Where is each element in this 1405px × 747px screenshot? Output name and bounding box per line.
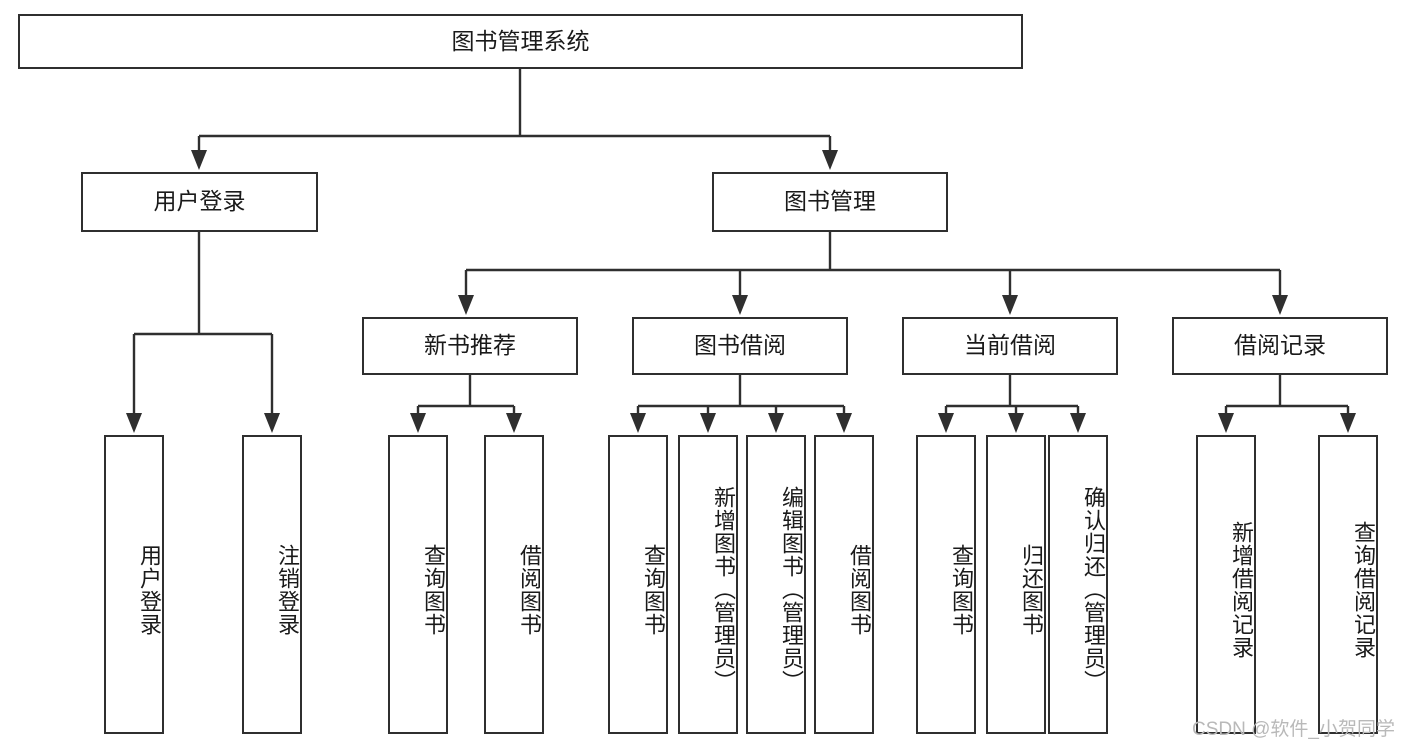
node-book-borrow: 图书借阅 bbox=[632, 317, 848, 375]
node-label: 借阅记录 bbox=[1234, 332, 1326, 359]
node-label: 查询图书 bbox=[641, 543, 666, 636]
leaf-leaf-logout: 注销登录 bbox=[242, 435, 302, 734]
node-label: 图书管理 bbox=[784, 188, 876, 215]
node-label: 查询借阅记录 bbox=[1351, 520, 1376, 659]
node-label: 用户登录 bbox=[137, 543, 162, 636]
arrowhead-bm-to-new-book-rec bbox=[458, 295, 474, 315]
node-borrow-record: 借阅记录 bbox=[1172, 317, 1388, 375]
node-book-manage: 图书管理 bbox=[712, 172, 948, 232]
arrowhead-ul-to-leaf1 bbox=[126, 413, 142, 433]
leaf-leaf-query-book-rec: 查询图书 bbox=[388, 435, 448, 734]
arrowhead-cb-to-leaf2 bbox=[1008, 413, 1024, 433]
arrowhead-root-to-book-manage bbox=[822, 150, 838, 170]
leaf-leaf-edit-book: 编辑图书（管理员） bbox=[746, 435, 806, 734]
arrowhead-br-to-leaf2 bbox=[1340, 413, 1356, 433]
node-label: 用户登录 bbox=[153, 188, 246, 215]
arrowhead-br-to-leaf1 bbox=[1218, 413, 1234, 433]
arrowhead-bm-to-book-borrow bbox=[732, 295, 748, 315]
node-root: 图书管理系统 bbox=[18, 14, 1023, 69]
leaf-leaf-confirm-return: 确认归还（管理员） bbox=[1048, 435, 1108, 734]
node-label: 图书管理系统 bbox=[451, 27, 590, 54]
arrowhead-root-to-user-login bbox=[191, 150, 207, 170]
arrowhead-bb-to-leaf4 bbox=[836, 413, 852, 433]
node-label: 归还图书 bbox=[1019, 543, 1044, 636]
arrowhead-ul-to-leaf2 bbox=[264, 413, 280, 433]
node-user-login: 用户登录 bbox=[81, 172, 318, 232]
leaf-leaf-borrow-book: 借阅图书 bbox=[814, 435, 874, 734]
node-label: 查询图书 bbox=[949, 543, 974, 636]
leaf-leaf-user-login: 用户登录 bbox=[104, 435, 164, 734]
node-label: 编辑图书（管理员） bbox=[779, 486, 804, 693]
node-label: 确认归还（管理员） bbox=[1081, 486, 1106, 693]
arrowhead-cb-to-leaf3 bbox=[1070, 413, 1086, 433]
leaf-leaf-query-book-bor: 查询图书 bbox=[608, 435, 668, 734]
arrowhead-cb-to-leaf1 bbox=[938, 413, 954, 433]
arrowhead-bm-to-borrow-record bbox=[1272, 295, 1288, 315]
node-label: 查询图书 bbox=[421, 543, 446, 636]
csdn-watermark: CSDN @软件_小贺同学 bbox=[1192, 719, 1395, 740]
arrowhead-bm-to-current-borrow bbox=[1002, 295, 1018, 315]
node-label: 当前借阅 bbox=[964, 332, 1056, 359]
node-label: 图书借阅 bbox=[694, 332, 786, 359]
leaf-leaf-add-record: 新增借阅记录 bbox=[1196, 435, 1256, 734]
leaf-leaf-return-book: 归还图书 bbox=[986, 435, 1046, 734]
node-label: 注销登录 bbox=[275, 543, 300, 636]
node-label: 借阅图书 bbox=[847, 543, 872, 636]
arrowhead-nbr-to-leaf2 bbox=[506, 413, 522, 433]
leaf-leaf-query-record: 查询借阅记录 bbox=[1318, 435, 1378, 734]
node-label: 新书推荐 bbox=[424, 332, 516, 359]
node-label: 新增借阅记录 bbox=[1229, 520, 1254, 659]
node-label: 新增图书（管理员） bbox=[711, 486, 736, 693]
node-new-book-rec: 新书推荐 bbox=[362, 317, 578, 375]
node-label: 借阅图书 bbox=[517, 543, 542, 636]
arrowhead-bb-to-leaf2 bbox=[700, 413, 716, 433]
node-current-borrow: 当前借阅 bbox=[902, 317, 1118, 375]
leaf-leaf-borrow-book-rec: 借阅图书 bbox=[484, 435, 544, 734]
leaf-leaf-add-book: 新增图书（管理员） bbox=[678, 435, 738, 734]
leaf-leaf-query-book-cur: 查询图书 bbox=[916, 435, 976, 734]
arrowhead-bb-to-leaf3 bbox=[768, 413, 784, 433]
arrowhead-bb-to-leaf1 bbox=[630, 413, 646, 433]
arrowhead-nbr-to-leaf1 bbox=[410, 413, 426, 433]
